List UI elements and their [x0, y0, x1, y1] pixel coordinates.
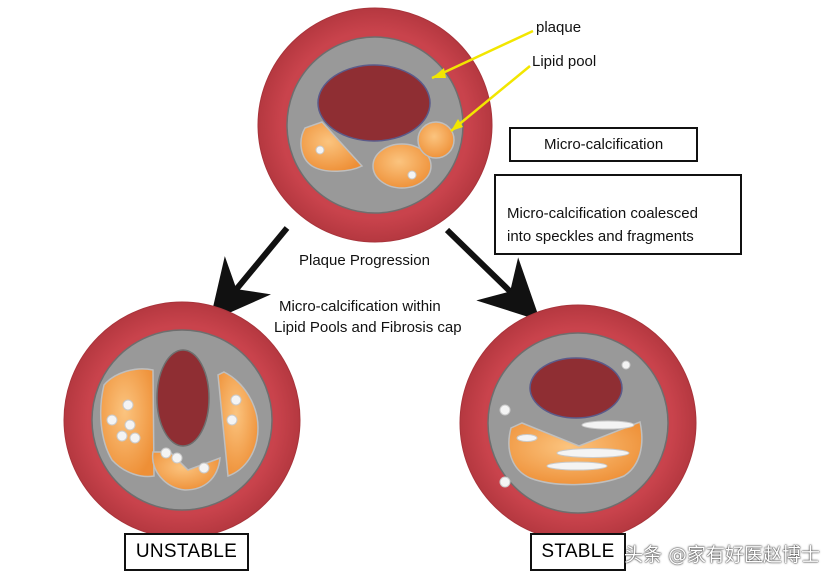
- micro-calcification-legend-label: Micro-calcification: [544, 136, 664, 153]
- coalesced-legend: Micro-calcification coalesced into speck…: [494, 174, 742, 255]
- stable-vessel: [459, 304, 697, 542]
- micro-calcification-legend: Micro-calcification: [509, 127, 698, 162]
- stable-micro-calc-2: [621, 360, 631, 370]
- unstable-vessel: [63, 301, 301, 539]
- stable-micro-calc-1: [499, 404, 511, 416]
- top-micro-calc-1: [315, 145, 325, 155]
- unstable-label-box: UNSTABLE: [124, 533, 249, 571]
- top-lumen: [317, 64, 431, 142]
- lipid-pointer-arrow: [450, 65, 531, 132]
- top-lipid-pool-small: [417, 121, 455, 159]
- watermark-text: 头条 @家有好医赵博士: [623, 544, 820, 566]
- plaque-pointer-arrowhead: [432, 68, 446, 78]
- stable-label: STABLE: [541, 541, 615, 562]
- unstable-micro-calc-9: [171, 452, 183, 464]
- coalesced-legend-line1: Micro-calcification coalesced: [507, 205, 698, 222]
- unstable-micro-calc-1: [122, 399, 134, 411]
- unstable-micro-calc-8: [160, 447, 172, 459]
- stable-calc-fragment-2: [556, 448, 630, 458]
- unstable-micro-calc-2: [106, 414, 118, 426]
- unstable-micro-calc-5: [129, 432, 141, 444]
- stable-calc-fragment-3: [546, 461, 608, 471]
- unstable-lumen: [156, 349, 210, 447]
- progression-arrow-left: [209, 226, 290, 322]
- unstable-micro-calc-4: [116, 430, 128, 442]
- unstable-lipid-pool-right: [217, 371, 259, 478]
- stable-micro-calc-3: [499, 476, 511, 488]
- top-vessel: [257, 7, 493, 243]
- progression-arrow-right: [444, 227, 541, 321]
- top-lipid-pool-left: [300, 121, 364, 172]
- unstable-micro-calc-10: [198, 462, 210, 474]
- micro-calc-within-line2: Lipid Pools and Fibrosis cap: [274, 319, 462, 336]
- unstable-lipid-pool-bottom: [151, 451, 221, 491]
- plaque-progression-label: Plaque Progression: [299, 252, 430, 269]
- lipid-pointer-arrowhead: [451, 119, 463, 131]
- micro-calc-within-line1: Micro-calcification within: [279, 298, 441, 315]
- unstable-label: UNSTABLE: [135, 541, 238, 562]
- unstable-micro-calc-6: [230, 394, 242, 406]
- lipid-pool-label: Lipid pool: [532, 53, 597, 70]
- plaque-pointer-arrow: [431, 29, 534, 80]
- stable-calc-fragment-1: [581, 420, 635, 430]
- unstable-micro-calc-7: [226, 414, 238, 426]
- unstable-micro-calc-3: [124, 419, 136, 431]
- stable-lumen: [529, 357, 623, 419]
- plaque-label: plaque: [536, 19, 582, 36]
- top-lipid-pool-bottom: [372, 143, 432, 189]
- stable-calc-fragment-4: [516, 434, 538, 442]
- stable-label-box: STABLE: [530, 533, 626, 571]
- top-micro-calc-2: [407, 170, 417, 180]
- coalesced-legend-line2: into speckles and fragments: [507, 228, 694, 245]
